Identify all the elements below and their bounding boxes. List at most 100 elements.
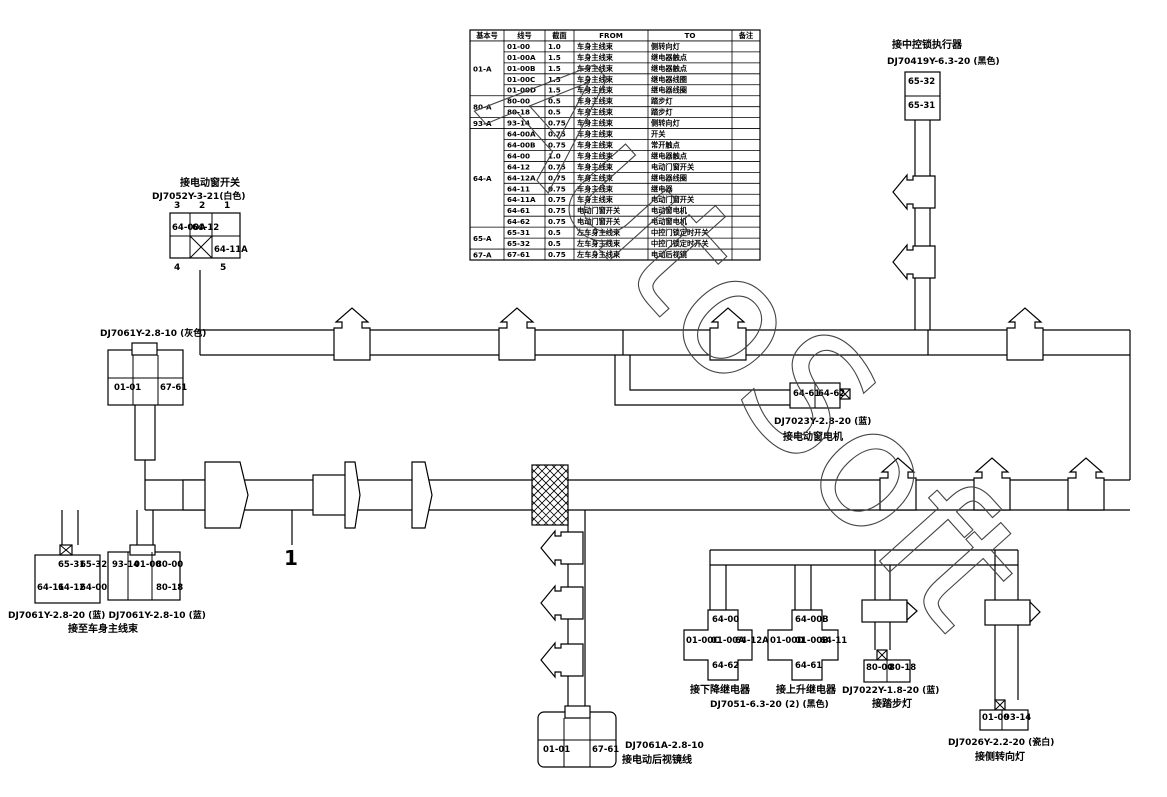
- mirror-connector: 01-01 67-61: [537, 705, 619, 768]
- svg-text:67-61: 67-61: [160, 383, 187, 393]
- gray-connector: 01-01 67-61: [107, 342, 187, 406]
- svg-text:2: 2: [199, 201, 205, 211]
- branch-connector: [709, 307, 747, 361]
- table-cell: 左车身主线束: [576, 250, 621, 259]
- svg-text:64-00: 64-00: [712, 615, 739, 625]
- turn-lamp-connector: 01-00 93-14: [979, 599, 1041, 731]
- central-lock-connector: 65-32 65-31: [904, 71, 941, 121]
- table-cell: 0.75: [548, 184, 566, 193]
- relay-part: DJ7051-6.3-20 (2) (黑色): [710, 698, 829, 710]
- table-cell: 电动后视镜: [651, 250, 688, 259]
- table-cell: 车身主线束: [577, 173, 614, 182]
- branch-connector: [1067, 457, 1105, 511]
- svg-text:64-61: 64-61: [795, 661, 822, 671]
- table-cell: 0.75: [548, 119, 566, 128]
- table-cell: 车身主线束: [577, 195, 614, 204]
- svg-text:01-00D: 01-00D: [770, 636, 804, 646]
- table-cell: 0.75: [548, 195, 566, 204]
- svg-text:64-12A: 64-12A: [735, 636, 769, 646]
- table-cell: 1.0: [548, 42, 561, 51]
- table-cell: 64-00: [507, 151, 530, 160]
- table-cell: 1.5: [548, 53, 561, 62]
- branch-connector: [892, 173, 936, 211]
- table-cell: 64-12: [507, 162, 530, 171]
- table-cell: 64-61: [507, 206, 530, 215]
- table-cell: 65-A: [473, 234, 492, 243]
- table-cell: 64-12A: [507, 173, 536, 182]
- table-cell: 80-18: [507, 108, 530, 117]
- pin-label: 65-32: [908, 77, 935, 87]
- table-cell: 0.75: [548, 217, 566, 226]
- svg-text:64-62: 64-62: [712, 661, 739, 671]
- window-switch-connector: 3 2 1 4 5 64-00A 64-12 64-11A: [169, 201, 248, 273]
- table-cell: 64-00B: [507, 140, 535, 149]
- table-cell: 车身主线束: [577, 130, 614, 139]
- table-cell: 01-00A: [507, 53, 536, 62]
- table-cell: 1.5: [548, 64, 561, 73]
- branch-connector: [540, 529, 584, 567]
- body-harness-title: 接至车身主线束: [68, 622, 139, 635]
- table-cell: 中控门锁定时开关: [651, 239, 709, 248]
- table-header: TO: [684, 31, 695, 40]
- table-cell: 车身主线束: [577, 97, 614, 106]
- table-cell: 01-00D: [507, 86, 536, 95]
- svg-text:3: 3: [174, 201, 180, 211]
- table-cell: 继电器线圈: [651, 173, 687, 182]
- svg-text:64-62: 64-62: [818, 389, 845, 399]
- table-cell: 0.75: [548, 140, 566, 149]
- harness-sleeves: [182, 461, 569, 529]
- step-light-part: DJ7022Y-1.8-20 (蓝): [842, 684, 939, 696]
- svg-text:93-14: 93-14: [112, 560, 139, 570]
- table-cell: 继电器触点: [651, 151, 688, 160]
- window-motor-title: 接电动窗电机: [783, 430, 843, 443]
- table-cell: 继电器线圈: [651, 86, 687, 95]
- branch-connector: [879, 457, 917, 511]
- body-harness-parts: DJ7061Y-2.8-20 (蓝) DJ7061Y-2.8-10 (蓝): [8, 609, 206, 621]
- branch-connector: [892, 243, 936, 281]
- table-cell: 车身主线束: [577, 42, 614, 51]
- svg-text:80-18: 80-18: [889, 663, 916, 673]
- branch-connector: [333, 307, 371, 361]
- table-cell: 80-A: [473, 103, 492, 112]
- svg-text:64-00A: 64-00A: [172, 223, 206, 233]
- table-cell: 65-32: [507, 239, 530, 248]
- table-cell: 继电器触点: [651, 53, 688, 62]
- svg-text:5: 5: [220, 263, 226, 273]
- svg-text:64-11A: 64-11A: [214, 245, 248, 255]
- table-cell: 93-14: [507, 119, 530, 128]
- table-cell: 左车身主线束: [576, 239, 621, 248]
- up-relay-title: 接上升继电器: [776, 683, 837, 696]
- table-cell: 车身主线束: [577, 108, 614, 117]
- table-cell: 0.75: [548, 250, 566, 259]
- table-cell: 踏步灯: [651, 108, 673, 117]
- branch-connector: [540, 641, 584, 679]
- table-cell: 67-A: [473, 251, 492, 260]
- branch-connector: [1006, 307, 1044, 361]
- down-relay-connector: 64-00 01-00C 01-00A 64-12A 64-62: [683, 609, 769, 681]
- turn-lamp-title: 接侧转向灯: [975, 750, 1025, 763]
- svg-text:67-61: 67-61: [592, 745, 619, 755]
- central-lock-part: DJ70419Y-6.3-20 (黑色): [887, 55, 1000, 67]
- table-cell: 电动窗电机: [651, 217, 688, 226]
- svg-text:64-11: 64-11: [820, 636, 847, 646]
- table-cell: 01-00: [507, 42, 530, 51]
- svg-text:64-12: 64-12: [58, 583, 85, 593]
- step-light-connector: 80-00 80-18: [861, 599, 918, 683]
- window-switch-title: 接电动窗开关: [180, 176, 240, 189]
- gray-connector-part: DJ7061Y-2.8-10 (灰色): [100, 327, 206, 339]
- svg-text:01-01: 01-01: [543, 745, 570, 755]
- table-header: FROM: [599, 31, 623, 40]
- down-relay-title: 接下降继电器: [690, 683, 751, 696]
- table-cell: 0.75: [548, 206, 566, 215]
- table-cell: 67-61: [507, 250, 530, 259]
- table-cell: 0.5: [548, 108, 561, 117]
- svg-text:65-31: 65-31: [58, 560, 85, 570]
- window-motor-connector: 64-61 64-62: [789, 382, 851, 409]
- table-cell: 开关: [651, 130, 666, 139]
- table-cell: 64-A: [473, 174, 492, 183]
- table-cell: 64-11: [507, 184, 530, 193]
- svg-text:01-01: 01-01: [114, 383, 141, 393]
- table-cell: 车身主线束: [577, 86, 614, 95]
- table-cell: 80-00: [507, 97, 530, 106]
